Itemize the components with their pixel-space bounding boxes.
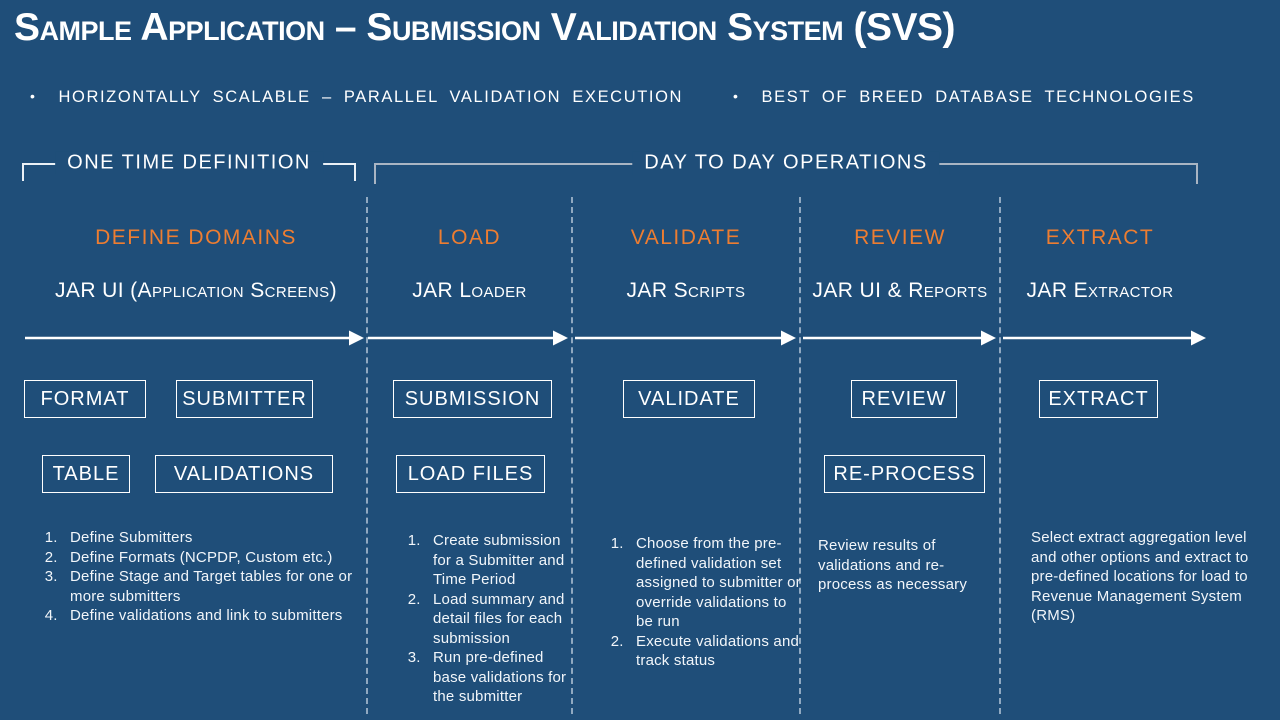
list-item: Create submission for a Submitter and Ti… — [425, 531, 575, 590]
step-box-submission: SUBMISSION — [393, 380, 552, 418]
list-item: Define Formats (NCPDP, Custom etc.) — [62, 548, 362, 568]
phase-label-one-time: ONE TIME DEFINITION — [55, 151, 323, 175]
column-separator — [571, 197, 573, 714]
list-item: Define Stage and Target tables for one o… — [62, 567, 362, 606]
column-heading-validate: VALIDATE — [630, 226, 742, 249]
step-list-load: Create submission for a Submitter and Ti… — [385, 531, 575, 707]
column-heading-review: REVIEW — [854, 226, 946, 249]
step-box-load-files: LOAD FILES — [396, 455, 545, 493]
tool-label-jar-loader: JAR Loader — [412, 279, 527, 302]
phase-bracket-day-to-day: DAY TO DAY OPERATIONS — [374, 151, 1198, 184]
step-box-validations: VALIDATIONS — [155, 455, 333, 493]
bullet-item-scalable: • HORIZONTALLY SCALABLE – PARALLEL VALIDA… — [30, 88, 683, 107]
list-item: Define validations and link to submitter… — [62, 606, 362, 626]
list-item: Load summary and detail files for each s… — [425, 590, 575, 649]
bullet-text: BEST OF BREED DATABASE TECHNOLOGIES — [761, 88, 1195, 106]
step-box-review: REVIEW — [851, 380, 957, 418]
step-box-submitter: SUBMITTER — [176, 380, 313, 418]
bullet-icon: • — [30, 88, 37, 104]
list-item: Define Submitters — [62, 528, 362, 548]
column-separator — [366, 197, 368, 714]
tool-label-jar-ui-reports: JAR UI & Reports — [812, 279, 988, 302]
tool-label-jar-extractor: JAR Extractor — [1026, 279, 1174, 302]
step-box-validate: VALIDATE — [623, 380, 755, 418]
step-box-table: TABLE — [42, 455, 130, 493]
step-box-extract: EXTRACT — [1039, 380, 1158, 418]
bullet-item-database: • BEST OF BREED DATABASE TECHNOLOGIES — [733, 88, 1195, 107]
flow-arrow — [25, 330, 1206, 346]
step-note-review: Review results of validations and re-pro… — [818, 537, 968, 593]
column-heading-load: LOAD — [437, 226, 502, 249]
column-separator — [799, 197, 801, 714]
step-list-validate: Choose from the pre-defined validation s… — [588, 534, 804, 671]
column-heading-define-domains: DEFINE DOMAINS — [95, 226, 297, 249]
slide-title: Sample Application – Submission Validati… — [14, 6, 955, 49]
column-heading-extract: EXTRACT — [1045, 226, 1155, 249]
column-separator — [999, 197, 1001, 714]
list-item: Choose from the pre-defined validation s… — [628, 534, 804, 632]
phase-bracket-one-time: ONE TIME DEFINITION — [22, 151, 356, 181]
step-box-format: FORMAT — [24, 380, 146, 418]
step-list-define-domains: Define Submitters Define Formats (NCPDP,… — [22, 528, 362, 626]
step-note-extract: Select extract aggregation level and oth… — [1031, 529, 1249, 624]
tool-label-jar-ui: JAR UI (Application Screens) — [55, 279, 337, 302]
phase-label-day-to-day: DAY TO DAY OPERATIONS — [632, 151, 940, 175]
bullet-text: HORIZONTALLY SCALABLE – PARALLEL VALIDAT… — [58, 88, 684, 106]
bullet-icon: • — [733, 88, 740, 104]
list-item: Execute validations and track status — [628, 632, 804, 671]
step-box-re-process: RE-PROCESS — [824, 455, 985, 493]
tool-label-jar-scripts: JAR Scripts — [626, 279, 746, 302]
list-item: Run pre-defined base validations for the… — [425, 648, 575, 707]
